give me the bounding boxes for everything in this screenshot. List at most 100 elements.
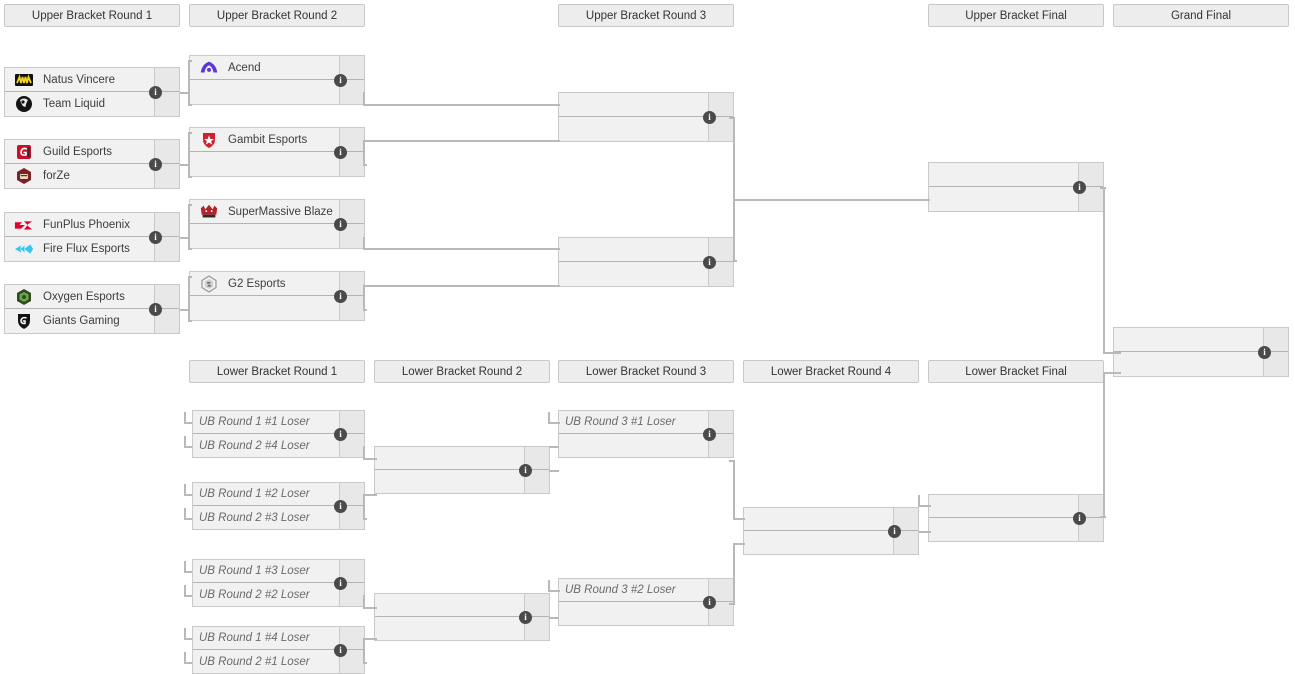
round-header-lb-final[interactable]: Lower Bracket Final bbox=[928, 360, 1104, 383]
match-row-top[interactable]: Oxygen Esports bbox=[5, 285, 179, 309]
match-row-bottom[interactable]: Team Liquid bbox=[5, 92, 179, 116]
match-row-top[interactable] bbox=[929, 495, 1103, 518]
match-row-bottom[interactable]: UB Round 2 #3 Loser bbox=[193, 506, 364, 529]
opponent-name: UB Round 1 #2 Loser bbox=[199, 488, 310, 500]
match-row-top[interactable]: Gambit Esports bbox=[190, 128, 364, 152]
match-row-top[interactable] bbox=[744, 508, 918, 531]
connector bbox=[733, 117, 735, 201]
round-header-ub-r3[interactable]: Upper Bracket Round 3 bbox=[558, 4, 734, 27]
match-ub-r1-m2[interactable]: Guild Esports forZe i bbox=[4, 139, 180, 189]
match-row-top[interactable]: Natus Vincere bbox=[5, 68, 179, 92]
match-info-icon[interactable]: i bbox=[703, 111, 716, 124]
match-lb-r3-m1[interactable]: UB Round 3 #1 Loser i bbox=[558, 410, 734, 458]
match-info-icon[interactable]: i bbox=[1073, 512, 1086, 525]
match-row-top[interactable] bbox=[375, 594, 549, 617]
match-ub-final[interactable]: i bbox=[928, 162, 1104, 212]
round-header-ub-r2[interactable]: Upper Bracket Round 2 bbox=[189, 4, 365, 27]
match-info-icon[interactable]: i bbox=[334, 74, 347, 87]
connector bbox=[184, 518, 192, 520]
connector bbox=[184, 446, 192, 448]
match-info-icon[interactable]: i bbox=[519, 464, 532, 477]
match-lb-r1-m4[interactable]: UB Round 1 #4 Loser UB Round 2 #1 Loser … bbox=[192, 626, 365, 674]
match-lb-r4[interactable]: i bbox=[743, 507, 919, 555]
round-header-lb-r4[interactable]: Lower Bracket Round 4 bbox=[743, 360, 919, 383]
match-info-icon[interactable]: i bbox=[703, 596, 716, 609]
score-cell bbox=[154, 68, 179, 91]
match-row-bottom[interactable]: UB Round 2 #4 Loser bbox=[193, 434, 364, 457]
round-header-ub-r1[interactable]: Upper Bracket Round 1 bbox=[4, 4, 180, 27]
match-row-top[interactable]: UB Round 1 #1 Loser bbox=[193, 411, 364, 434]
match-info-icon[interactable]: i bbox=[334, 644, 347, 657]
match-row-bottom[interactable]: forZe bbox=[5, 164, 179, 188]
match-ub-r3-m1[interactable]: i bbox=[558, 92, 734, 142]
match-info-icon[interactable]: i bbox=[334, 218, 347, 231]
match-info-icon[interactable]: i bbox=[149, 158, 162, 171]
match-row-bottom[interactable] bbox=[559, 602, 733, 625]
match-info-icon[interactable]: i bbox=[149, 231, 162, 244]
match-row-top[interactable]: G2 Esports bbox=[190, 272, 364, 296]
match-lb-r2-m2[interactable]: i bbox=[374, 593, 550, 641]
match-row-bottom[interactable]: UB Round 2 #2 Loser bbox=[193, 583, 364, 606]
match-info-icon[interactable]: i bbox=[334, 500, 347, 513]
round-header-lb-r3[interactable]: Lower Bracket Round 3 bbox=[558, 360, 734, 383]
match-ub-r1-m1[interactable]: Natus Vincere Team Liquid i bbox=[4, 67, 180, 117]
match-ub-r2-m4[interactable]: G2 Esports i bbox=[189, 271, 365, 321]
round-header-lb-r2[interactable]: Lower Bracket Round 2 bbox=[374, 360, 550, 383]
score-cell bbox=[339, 272, 364, 295]
opponent-name: UB Round 2 #1 Loser bbox=[199, 655, 310, 668]
match-row-bottom[interactable]: UB Round 2 #1 Loser bbox=[193, 650, 364, 673]
match-info-icon[interactable]: i bbox=[334, 290, 347, 303]
match-info-icon[interactable]: i bbox=[888, 525, 901, 538]
match-row-bottom[interactable]: Giants Gaming bbox=[5, 309, 179, 333]
match-info-icon[interactable]: i bbox=[334, 146, 347, 159]
match-row-bottom[interactable] bbox=[744, 531, 918, 554]
match-ub-r2-m2[interactable]: Gambit Esports i bbox=[189, 127, 365, 177]
match-row-bottom[interactable] bbox=[559, 117, 733, 141]
match-row-top[interactable] bbox=[929, 163, 1103, 187]
round-header-grand-final[interactable]: Grand Final bbox=[1113, 4, 1289, 27]
round-header-ub-final[interactable]: Upper Bracket Final bbox=[928, 4, 1104, 27]
match-row-bottom[interactable] bbox=[375, 617, 549, 640]
match-info-icon[interactable]: i bbox=[703, 428, 716, 441]
match-info-icon[interactable]: i bbox=[334, 577, 347, 590]
opponent-name: UB Round 1 #4 Loser bbox=[199, 632, 310, 644]
match-lb-r2-m1[interactable]: i bbox=[374, 446, 550, 494]
match-row-top[interactable]: UB Round 1 #3 Loser bbox=[193, 560, 364, 583]
match-row-top[interactable] bbox=[559, 93, 733, 117]
match-row-top[interactable]: UB Round 1 #4 Loser bbox=[193, 627, 364, 650]
match-lb-final[interactable]: i bbox=[928, 494, 1104, 542]
match-ub-r2-m1[interactable]: Acend i bbox=[189, 55, 365, 105]
round-header-lb-r1[interactable]: Lower Bracket Round 1 bbox=[189, 360, 365, 383]
match-row-top[interactable]: Guild Esports bbox=[5, 140, 179, 164]
match-info-icon[interactable]: i bbox=[1258, 346, 1271, 359]
match-lb-r1-m3[interactable]: UB Round 1 #3 Loser UB Round 2 #2 Loser … bbox=[192, 559, 365, 607]
match-lb-r3-m2[interactable]: UB Round 3 #2 Loser i bbox=[558, 578, 734, 626]
score-cell bbox=[524, 470, 549, 493]
match-row-bottom[interactable] bbox=[929, 518, 1103, 541]
score-cell bbox=[1078, 163, 1103, 186]
match-row-top[interactable] bbox=[559, 238, 733, 262]
match-info-icon[interactable]: i bbox=[149, 303, 162, 316]
match-info-icon[interactable]: i bbox=[703, 256, 716, 269]
match-row-bottom[interactable] bbox=[375, 470, 549, 493]
match-row-top[interactable]: UB Round 3 #1 Loser bbox=[559, 411, 733, 434]
match-lb-r1-m1[interactable]: UB Round 1 #1 Loser UB Round 2 #4 Loser … bbox=[192, 410, 365, 458]
match-row-top[interactable]: UB Round 3 #2 Loser bbox=[559, 579, 733, 602]
match-ub-r1-m3[interactable]: FunPlus Phoenix Fire Flux Esports i bbox=[4, 212, 180, 262]
match-ub-r1-m4[interactable]: Oxygen Esports Giants Gaming i bbox=[4, 284, 180, 334]
match-row-top[interactable]: FunPlus Phoenix bbox=[5, 213, 179, 237]
match-grand-final[interactable]: i bbox=[1113, 327, 1289, 377]
match-info-icon[interactable]: i bbox=[334, 428, 347, 441]
match-row-top[interactable] bbox=[375, 447, 549, 470]
match-info-icon[interactable]: i bbox=[519, 611, 532, 624]
match-info-icon[interactable]: i bbox=[149, 86, 162, 99]
match-ub-r2-m3[interactable]: SuperMassive Blaze i bbox=[189, 199, 365, 249]
match-row-top[interactable] bbox=[1114, 328, 1288, 352]
match-ub-r3-m2[interactable]: i bbox=[558, 237, 734, 287]
match-row-top[interactable]: SuperMassive Blaze bbox=[190, 200, 364, 224]
match-lb-r1-m2[interactable]: UB Round 1 #2 Loser UB Round 2 #3 Loser … bbox=[192, 482, 365, 530]
match-row-top[interactable]: Acend bbox=[190, 56, 364, 80]
match-info-icon[interactable]: i bbox=[1073, 181, 1086, 194]
match-row-bottom[interactable] bbox=[559, 434, 733, 457]
match-row-top[interactable]: UB Round 1 #2 Loser bbox=[193, 483, 364, 506]
